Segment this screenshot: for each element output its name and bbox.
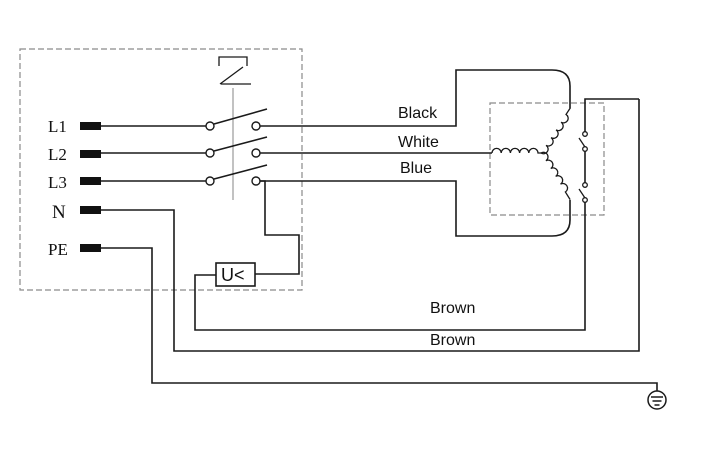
thermal-contact-icon (578, 128, 592, 208)
wire-label-white: White (398, 134, 439, 151)
three-pole-switch-icon (101, 56, 268, 200)
terminal-label-pe: PE (48, 240, 68, 259)
terminal-l3 (80, 177, 101, 185)
wire-label-black: Black (398, 105, 438, 122)
motor-enclosure (489, 102, 605, 216)
wire-undervoltage-supply (255, 180, 300, 275)
motor-star-winding-icon (491, 107, 571, 200)
switch-enclosure (19, 48, 303, 291)
wire-black (260, 69, 571, 127)
wire-brown-1 (194, 98, 639, 331)
wire-blue (260, 180, 571, 237)
wire-pe (101, 247, 658, 391)
terminal-blocks (80, 122, 101, 252)
wire-label-brown-2: Brown (430, 332, 475, 349)
wire-label-brown-1: Brown (430, 300, 475, 317)
undervoltage-release-label: U< (221, 265, 245, 285)
terminal-l2 (80, 150, 101, 158)
terminal-l1 (80, 122, 101, 130)
wire-label-blue: Blue (400, 160, 432, 177)
terminal-n (80, 206, 101, 214)
wire-brown-2 (101, 99, 640, 352)
terminal-label-l2: L2 (48, 145, 67, 164)
terminal-label-l3: L3 (48, 173, 67, 192)
terminal-label-n: N (52, 202, 66, 223)
terminal-label-l1: L1 (48, 117, 67, 136)
ground-icon (647, 390, 667, 410)
terminal-pe (80, 244, 101, 252)
